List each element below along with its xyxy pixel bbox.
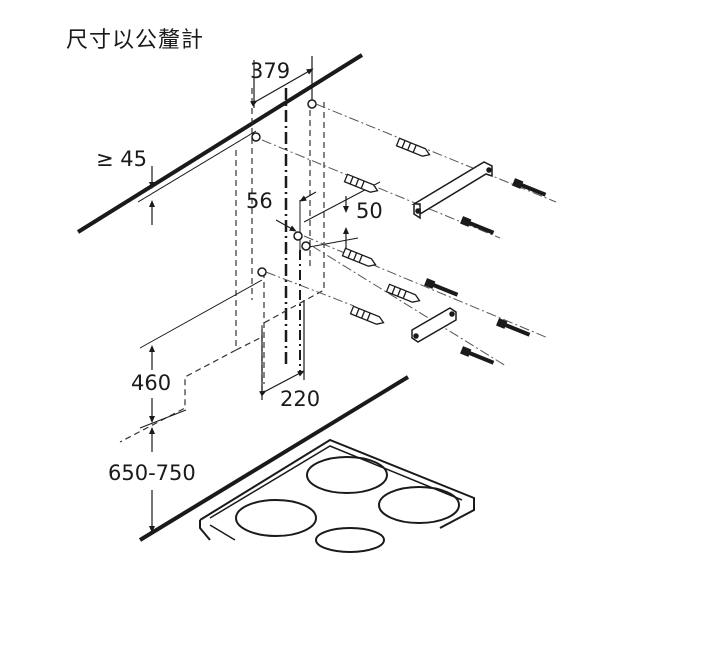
wall-plug [385,283,421,303]
drill-hole [293,231,303,241]
dim-460: 460 [131,279,263,423]
dim-220-label: 220 [280,387,320,411]
countertop-line [138,375,410,542]
burner-ring [315,527,385,553]
cooktop [199,438,475,553]
wall-plug [395,137,431,157]
diagram-title: 尺寸以公釐計 [66,28,205,53]
dim-50-label: 50 [356,199,383,223]
wall-plug [349,305,385,325]
screw [460,346,495,365]
drill-hole [251,132,261,142]
wall-plugs [341,137,431,325]
dim-56: 56 [246,189,317,250]
dim-650-750: 650-750 [108,409,196,533]
screw [512,178,547,197]
dim-45-label: ≥ 45 [96,147,147,171]
wall-plug [343,173,379,193]
dim-45: ≥ 45 [96,130,257,225]
ceiling-line [76,53,364,234]
drill-hole [257,267,267,277]
wall-plug [341,247,377,267]
dim-650-750-label: 650-750 [108,461,196,485]
dim-56-label: 56 [246,189,273,213]
burner-ring [378,486,460,524]
drill-hole [301,241,311,251]
burner-ring [235,499,317,537]
dim-379-label: 379 [250,59,290,83]
screw [424,278,459,297]
dim-379: 379 [250,56,314,108]
screw [496,318,531,337]
drill-hole [307,99,317,109]
drill-holes [251,99,317,277]
dim-220: 220 [259,300,320,411]
screws [424,178,547,365]
burner-ring [306,456,388,494]
screw [460,216,495,235]
dim-460-label: 460 [131,371,171,395]
lower-bracket [411,307,457,343]
upper-bracket [411,161,493,220]
